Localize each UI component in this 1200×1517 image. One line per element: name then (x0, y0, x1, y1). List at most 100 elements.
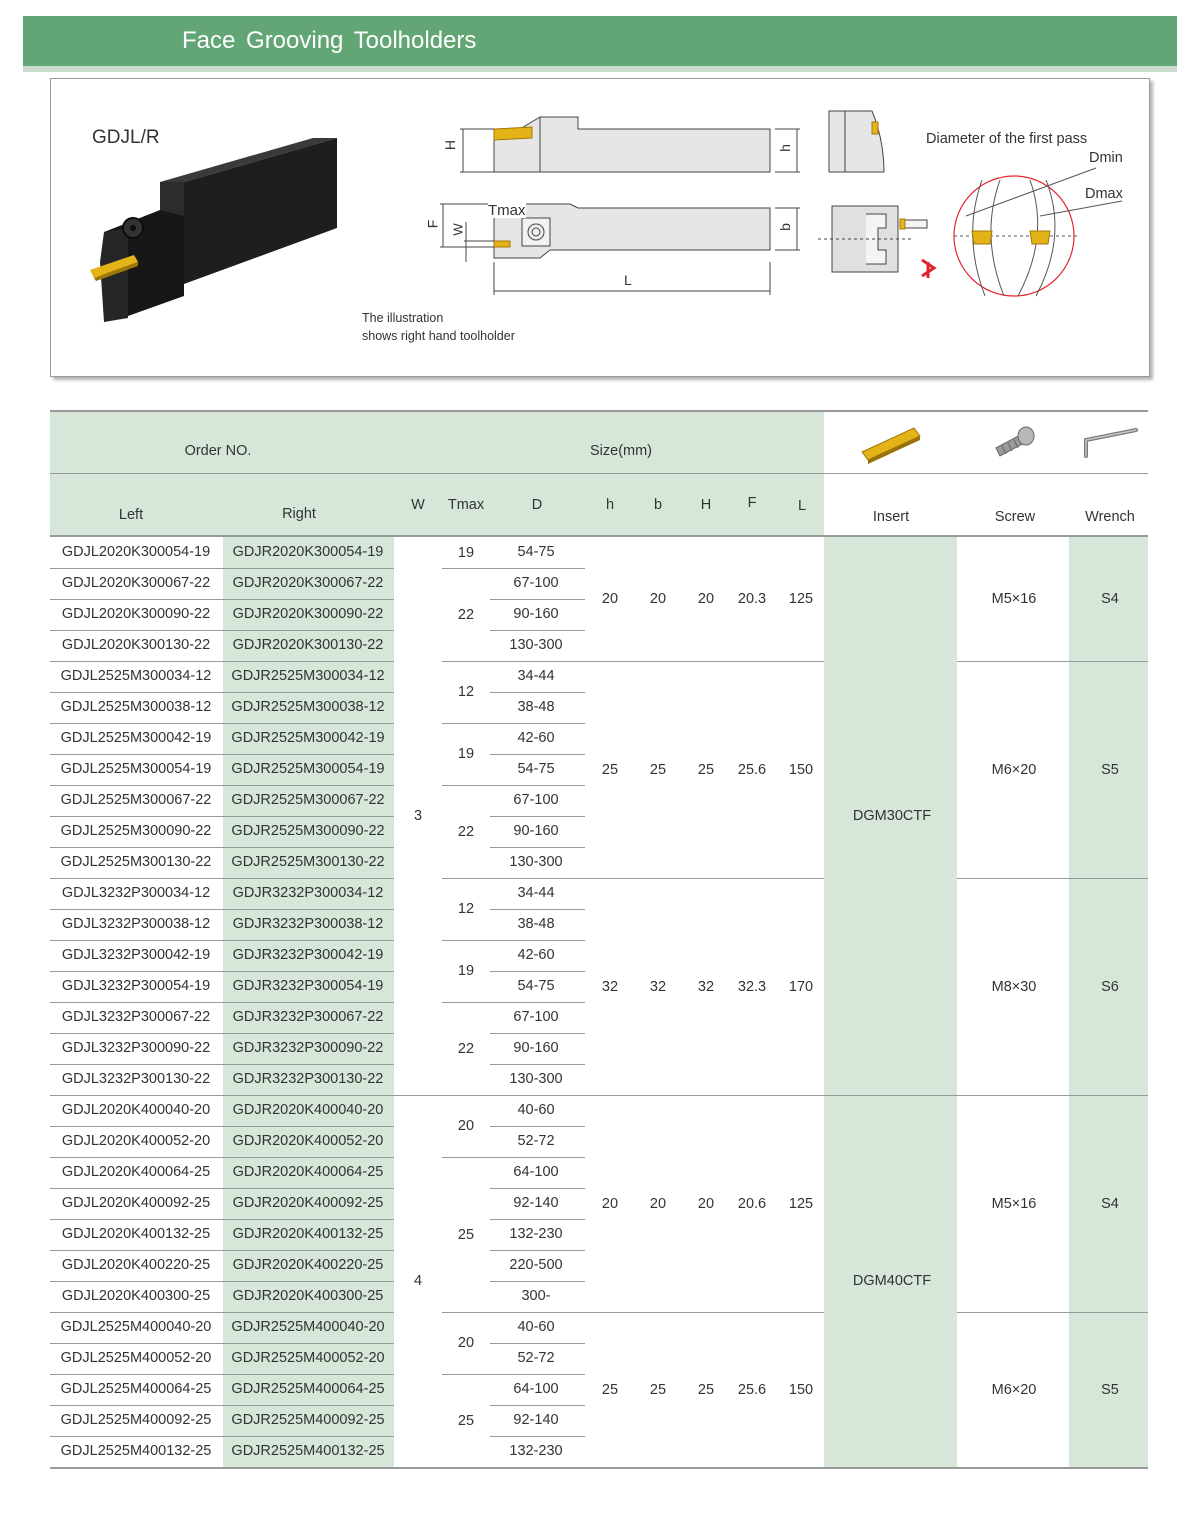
header-size: Size(mm) (589, 443, 653, 459)
w-divider (50, 1095, 442, 1096)
order-left-cell: GDJL2020K300054-19 (61, 544, 211, 560)
order-right-cell: GDJR2525M300054-19 (231, 761, 385, 777)
row-divider-d (490, 940, 585, 941)
order-left-cell: GDJL2525M400064-25 (60, 1381, 212, 1397)
row-divider (50, 785, 394, 786)
d-range-cell: 34-44 (517, 885, 555, 901)
row-divider (50, 1405, 394, 1406)
row-divider (50, 847, 394, 848)
l-cell: 170 (788, 978, 814, 995)
tmax-cell: 22 (457, 1040, 475, 1057)
h-small-cell: 25 (601, 1381, 619, 1398)
row-divider (50, 1343, 394, 1344)
screw-divider (957, 1095, 1148, 1096)
tmax-cell: 19 (457, 963, 475, 979)
order-right-cell: GDJR2020K300090-22 (232, 606, 384, 622)
row-divider-d (490, 1157, 585, 1158)
title-banner-shadow (23, 66, 1177, 72)
wrench-column-shade (1069, 537, 1148, 1467)
header-tmax: Tmax (447, 497, 485, 513)
screw-cell: M6×20 (991, 1381, 1037, 1398)
row-divider-d (490, 1281, 585, 1282)
top-view-drawing (440, 203, 800, 295)
header-b: b (653, 497, 663, 513)
row-divider-d (490, 816, 585, 817)
wrench-cell: S6 (1101, 978, 1119, 995)
order-left-cell: GDJL2525M300054-19 (60, 761, 212, 777)
d-range-cell: 90-160 (513, 606, 559, 622)
b-cell: 32 (649, 978, 667, 995)
screw-cell: M5×16 (991, 591, 1037, 607)
dmax-label: Dmax (1085, 186, 1123, 202)
row-divider (50, 1436, 394, 1437)
tmax-divider (442, 940, 490, 941)
h-large-cell: 20 (697, 1195, 715, 1212)
tmax-divider (442, 723, 490, 724)
row-divider-d (490, 1374, 585, 1375)
d-range-cell: 64-100 (513, 1381, 559, 1397)
tmax-cell: 25 (457, 1412, 475, 1429)
header-screw: Screw (994, 509, 1036, 525)
f-cell: 25.6 (737, 761, 767, 778)
row-divider (50, 661, 394, 662)
d-range-cell: 38-48 (517, 699, 555, 715)
order-left-cell: GDJL3232P300130-22 (61, 1071, 211, 1087)
size-divider (585, 661, 824, 662)
header-insert: Insert (872, 509, 910, 525)
table-header-separator (50, 473, 1148, 474)
order-right-cell: GDJR2525M300130-22 (231, 854, 385, 870)
order-right-cell: GDJR2020K400064-25 (232, 1164, 384, 1180)
header-d: D (531, 497, 543, 513)
tmax-cell: 22 (457, 606, 475, 623)
size-divider (585, 878, 824, 879)
screw-divider (957, 878, 1148, 879)
b-cell: 20 (649, 1195, 667, 1212)
row-divider-d (490, 599, 585, 600)
tmax-divider (442, 1312, 490, 1313)
size-divider (585, 1312, 824, 1313)
order-left-cell: GDJL2020K400132-25 (61, 1226, 211, 1242)
order-right-cell: GDJR2525M400040-20 (231, 1319, 385, 1335)
d-range-cell: 40-60 (517, 1319, 555, 1335)
d-range-cell: 300- (521, 1288, 551, 1304)
header-h-large: H (700, 497, 712, 513)
table-header-bottom-border (50, 535, 1148, 537)
order-right-cell: GDJR3232P300038-12 (232, 916, 384, 932)
row-divider-d (490, 971, 585, 972)
tmax-cell: 19 (457, 544, 475, 561)
row-divider-d (490, 692, 585, 693)
row-divider (50, 1002, 394, 1003)
row-divider (50, 971, 394, 972)
d-range-cell: 130-300 (509, 1071, 563, 1087)
caption-line-1: The illustration (362, 311, 444, 325)
order-left-cell: GDJL3232P300042-19 (61, 947, 211, 963)
row-divider (50, 692, 394, 693)
h-large-cell: 25 (697, 761, 715, 778)
d-range-cell: 52-72 (517, 1350, 555, 1366)
row-divider-d (490, 1002, 585, 1003)
l-cell: 125 (788, 591, 814, 607)
d-range-cell: 130-300 (509, 854, 563, 870)
w-cell: 3 (413, 808, 423, 824)
w-cell: 4 (413, 1273, 423, 1289)
h-large-cell: 32 (697, 978, 715, 995)
order-left-cell: GDJL2020K400300-25 (61, 1288, 211, 1304)
d-range-cell: 220-500 (509, 1257, 563, 1273)
order-left-cell: GDJL3232P300090-22 (61, 1040, 211, 1056)
d-range-cell: 130-300 (509, 637, 563, 653)
row-divider (50, 1064, 394, 1065)
tmax-divider (442, 878, 490, 879)
h-large-cell: 20 (697, 591, 715, 607)
row-divider (50, 754, 394, 755)
f-cell: 32.3 (737, 978, 767, 995)
row-divider-d (490, 1436, 585, 1437)
row-divider (50, 1157, 394, 1158)
row-divider (50, 1312, 394, 1313)
order-right-cell: GDJR2020K400220-25 (232, 1257, 384, 1273)
diameter-detail-drawing (953, 167, 1123, 297)
accessory-icons (861, 426, 1138, 464)
tmax-cell: 19 (457, 746, 475, 762)
order-right-cell: GDJR2525M400092-25 (231, 1412, 385, 1428)
wrench-cell: S4 (1101, 591, 1119, 607)
tmax-cell: 25 (457, 1226, 475, 1243)
